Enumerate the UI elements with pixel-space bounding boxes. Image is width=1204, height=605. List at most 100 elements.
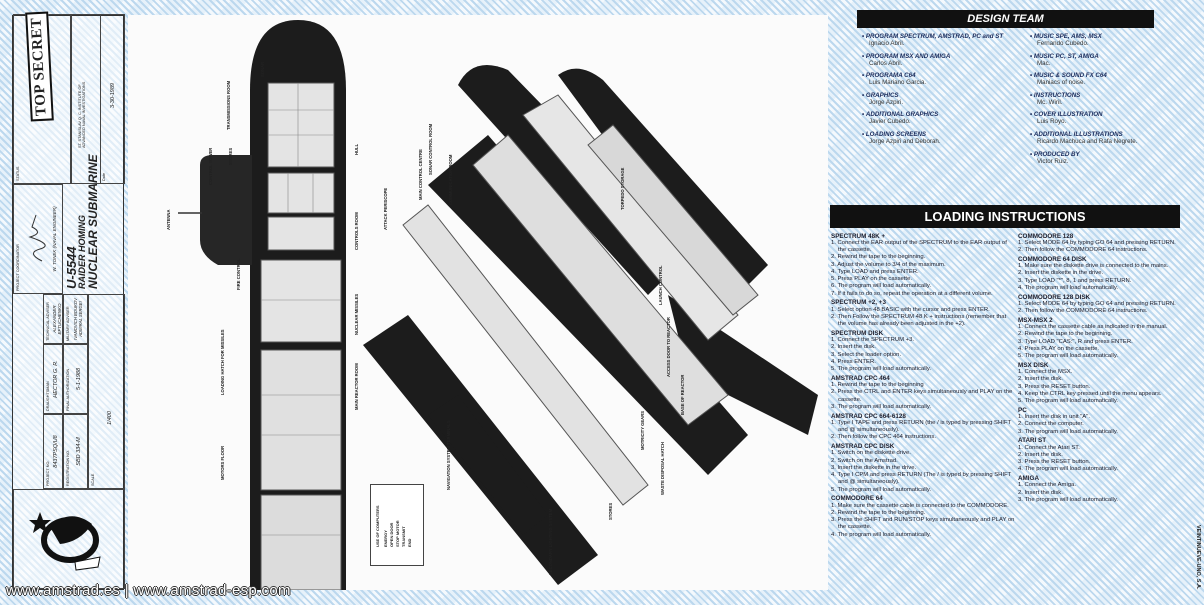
instruction-step: 2. Insert the diskette in the drive. — [1018, 270, 1104, 277]
team-name: Ignacio Abril. — [869, 40, 905, 47]
platform-section: SPECTRUM 48K +1. Connect the EAR output … — [831, 233, 1016, 298]
label-stores-2: Stores — [608, 502, 613, 520]
team-role: LOADING SCREENS — [862, 131, 1027, 138]
instruction-step: 2. Rewind the tape to the beginning. — [831, 509, 926, 516]
instruction-step: 2. Then follow the COMMODORE 64 instruct… — [1018, 308, 1148, 314]
submarine-drawing — [178, 20, 818, 591]
label: Final authorization — [66, 368, 70, 411]
instruction-step: 1. Select option 48 BASIC with the curso… — [831, 306, 990, 313]
instruction-step: 1. Connect the cassette cable as indicat… — [1018, 324, 1168, 330]
label: Draughtsman — [46, 381, 50, 411]
platform-title: AMSTRAD CPC 464 — [831, 374, 890, 382]
label-fire-control: Fire control — [236, 258, 241, 290]
final-authorization-cell: Final authorization 5-1-1988 — [63, 344, 88, 414]
instruction-step: 2. Then Follow the SPECTRUM 48 K + instr… — [831, 313, 1007, 327]
platform-title: PC — [1018, 406, 1027, 414]
date-label: Date — [102, 172, 106, 181]
team-name: Luis Mariano Garcia. — [869, 79, 927, 87]
final-authorization: 5-1-1988 — [75, 367, 82, 391]
instruction-step: 3. Type LOAD "*", 8, 1 and press RETURN. — [1018, 277, 1132, 284]
instruction-step: 4. Type LOAD and press ENTER. — [831, 268, 919, 275]
label-nuclear-missiles: Nuclear missiles — [354, 293, 359, 335]
instruction-step: 1. Make sure the diskette drive is conne… — [1018, 263, 1169, 269]
instruction-step: 2. Switch on the Amstrad. — [831, 457, 898, 464]
instruction-step: 1. Connect the Atari ST. — [1018, 444, 1080, 451]
label-stores: Stores — [228, 147, 233, 165]
instruction-step: 3. Select the loader option. — [831, 351, 902, 358]
design-team-heading: DESIGN TEAM — [857, 10, 1154, 28]
instruction-step: 5. The program will load automatically. — [1018, 353, 1118, 359]
platform-title: AMSTRAD CPC 664-6128 — [831, 412, 906, 420]
instruction-step: 3. Press the SHIFT and RUN/STOP keys sim… — [831, 517, 1015, 531]
use-of-computers-box: USE OF COMPUTERS ENERGY OPEN DOOR STOP M… — [370, 484, 424, 566]
military-adviser: IVANOVICH BOUKOV ADMIRAL SERGEI — [73, 298, 83, 340]
team-name: Mc. Wiril. — [1037, 98, 1063, 106]
platform-title: SPECTRUM 48K + — [831, 232, 886, 240]
team-member: PROGRAM SPECTRUM, AMSTRAD, PC and STIgna… — [862, 33, 1027, 47]
instruction-step: 2. Then follow the COMMODORE 64 instruct… — [1018, 247, 1148, 253]
team-name: Javier Cubedo. — [869, 118, 911, 126]
instruction-step: 1. Select MODE 64 by typing GO 64 and pr… — [1018, 300, 1176, 307]
instruction-step: 2. Insert the disk. — [831, 344, 876, 351]
label-launch-control: Launch control — [658, 265, 663, 305]
team-role: MUSIC SPE, AMS, MSX — [1030, 33, 1195, 40]
label-communication-room: Communication room — [448, 154, 453, 205]
team-name: Jorge Azpiri. — [869, 98, 904, 106]
instruction-step: 1. Select MODE 64 by typing GO 64 and pr… — [1018, 239, 1176, 246]
team-role: PROGRAMA C64 — [862, 72, 1027, 79]
instruction-step: 2. Rewind the tape to the beginning. — [1018, 331, 1113, 338]
label-access-door: Access door to reactor — [666, 317, 671, 377]
label-motricity-gears: Motricity gears — [640, 410, 645, 450]
project-coordinator-cell: Project coordinator W. TONEK (NAVAL ENGI… — [13, 184, 63, 294]
team-name: Luis Royo. — [1037, 118, 1067, 126]
publisher-credit: VEINTINUEVE-UNO, S.A. — [1195, 525, 1201, 590]
instruction-step: 2. Insert the disk. — [1018, 489, 1063, 496]
instruction-step: 5. The program will load automatically. — [831, 486, 931, 493]
computer-use-item: END — [407, 538, 412, 547]
label: Project No. — [46, 460, 50, 486]
label-controls-room: Controls room — [354, 212, 359, 250]
label-main-reactor-room: Main reactor room — [354, 363, 359, 410]
instruction-step: 1. Make sure the cassette cable is conne… — [831, 502, 1009, 509]
instruction-step: 3. Press the RESET button. — [1018, 383, 1091, 390]
submarine-cutaway-diagram: Antenna Control tower Sonar Transmission… — [128, 15, 828, 591]
platform-title: MSX DISK — [1018, 361, 1049, 369]
technical-adviser: ALEXANDER EFTUCHENKO — [52, 303, 62, 335]
team-name: Maniacs of noise. — [1037, 79, 1086, 87]
instruction-step: 4. The program will load automatically. — [831, 531, 931, 538]
instruction-step: 3. Press the RESET button. — [1018, 459, 1091, 465]
label-base-of-reactor: Base of reactor — [680, 374, 685, 415]
top-secret-stamp: TOP SECRET — [25, 11, 54, 122]
label: Project coordinator — [16, 244, 20, 291]
instruction-step: 2. Insert the disk. — [1018, 451, 1063, 458]
technical-adviser-cell: Technical adviserALEXANDER EFTUCHENKO — [43, 294, 63, 344]
label-sonar: Sonar — [260, 61, 265, 77]
project-coordinator: W. TONEK (NAVAL ENGINEER) — [52, 206, 57, 272]
platform-title: COMMODORE 128 DISK — [1018, 293, 1091, 301]
instruction-step: 6. The program will load automatically. — [831, 283, 931, 290]
team-role: ADDITIONAL ILLUSTRATIONS — [1030, 131, 1195, 138]
team-role: PROGRAM MSX AND AMIGA — [862, 53, 1027, 60]
computer-use-item: OPEN DOOR — [389, 522, 394, 547]
date: 3-30-1989 — [110, 82, 116, 108]
team-column-left: PROGRAM SPECTRUM, AMSTRAD, PC and STIgna… — [862, 33, 1027, 151]
computer-use-item: STOP MOTOR — [395, 520, 400, 547]
team-role: GRAPHICS — [862, 92, 1027, 99]
instruction-step: 1. Rewind the tape to the beginning — [831, 382, 924, 388]
